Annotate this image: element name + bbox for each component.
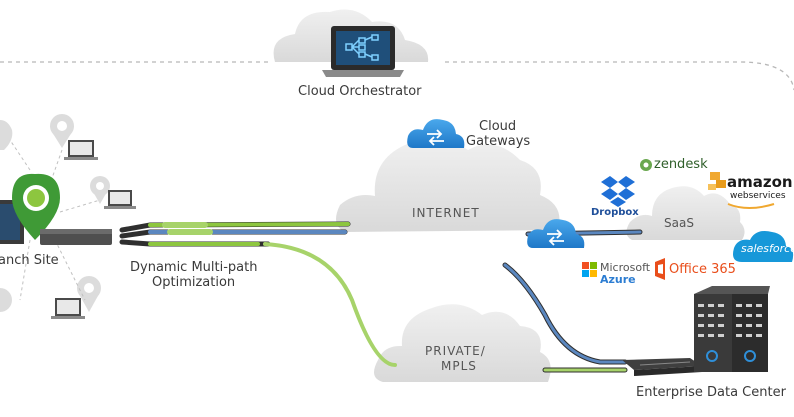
cloud-gateway-icon — [407, 119, 465, 148]
saas-label: SaaS — [664, 216, 694, 230]
branch-appliance-icon — [40, 229, 112, 245]
zendesk-label: zendesk — [654, 157, 708, 172]
internet-label: INTERNET — [412, 206, 480, 220]
cloud-orchestrator-label: Cloud Orchestrator — [298, 84, 422, 99]
private-label-line2: MPLS — [441, 359, 477, 373]
private-cloud — [374, 304, 551, 382]
cloud-gateways-label-line1: Cloud — [479, 119, 517, 134]
azure-label-line2: Azure — [600, 273, 636, 286]
enterprise-dc-label: Enterprise Data Center — [636, 385, 786, 400]
saas-cloud — [626, 186, 745, 240]
dropbox-label: Dropbox — [591, 207, 639, 218]
cloud-gateways-label-line2: Gateways — [466, 134, 531, 149]
dmp-label-line1: Dynamic Multi-path — [130, 260, 258, 275]
branch-pins — [0, 114, 110, 312]
branch-laptops — [0, 140, 136, 319]
internet-cloud — [336, 138, 560, 232]
cloud-gateway-icon — [527, 219, 585, 248]
multipath-links — [119, 221, 643, 373]
zendesk-icon — [640, 159, 652, 171]
amazon-sub-label: webservices — [730, 191, 786, 201]
laptop-icon — [322, 26, 404, 77]
dropbox-icon — [601, 176, 635, 207]
salesforce-icon — [733, 231, 794, 262]
azure-icon — [582, 262, 597, 277]
branch-pin-icon — [12, 173, 60, 240]
office365-icon — [655, 258, 665, 280]
server-rack-icon — [694, 286, 770, 372]
office365-label: Office 365 — [669, 262, 736, 277]
dmp-label-line2: Optimization — [152, 275, 236, 290]
salesforce-label: salesforce — [741, 242, 794, 255]
dc-router-icon — [622, 358, 702, 376]
branch-site-label: anch Site — [0, 253, 59, 268]
orchestrator-boundary — [0, 61, 794, 91]
branch-spokes — [9, 139, 101, 301]
amazon-icon — [708, 172, 775, 209]
amazon-label: amazon — [727, 173, 793, 191]
azure-label-line1: Microsoft — [600, 261, 651, 274]
private-label-line1: PRIVATE/ — [425, 344, 486, 358]
